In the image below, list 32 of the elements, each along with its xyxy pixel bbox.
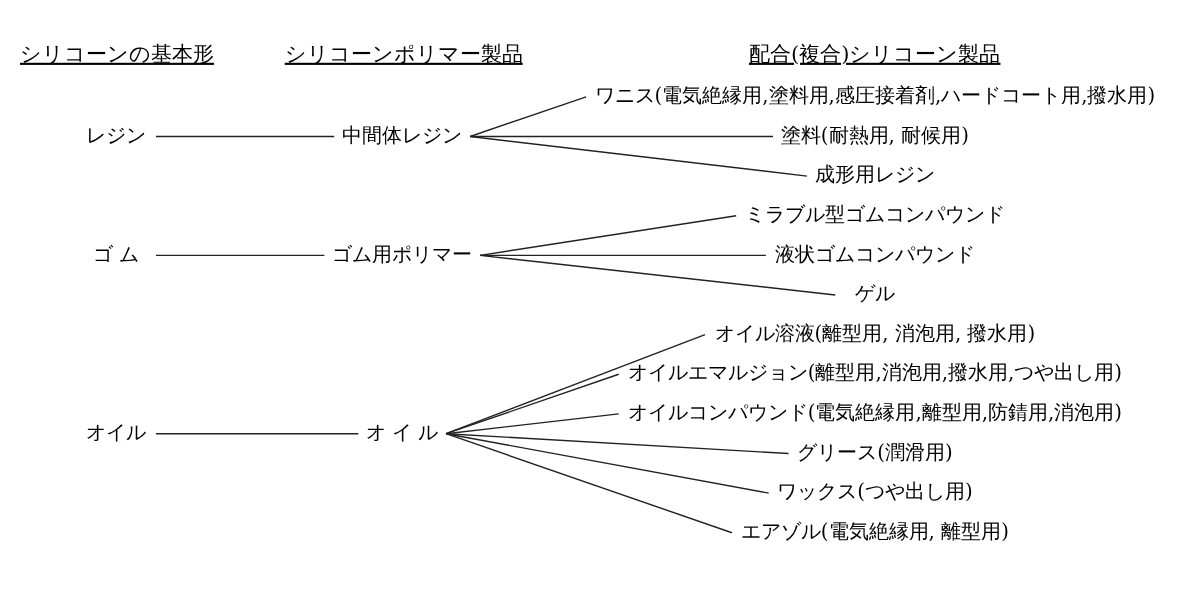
node-text: オイルエマルジョン(離型用,消泡用,撥水用,つや出し用) xyxy=(627,360,1123,384)
connector xyxy=(469,95,587,137)
connector xyxy=(445,432,733,533)
node-text: グリース(潤滑用) xyxy=(797,440,953,464)
connector xyxy=(479,254,836,296)
node-text: ゴム用ポリマー xyxy=(332,242,473,266)
connector xyxy=(445,333,706,434)
connector xyxy=(155,432,359,434)
node-text: レジン xyxy=(86,123,147,147)
node-text: 成形用レジン xyxy=(814,162,935,186)
connector xyxy=(155,135,335,137)
node-text: オイル xyxy=(86,420,147,444)
label: シリコーンの基本形 xyxy=(20,40,215,66)
node-text: ワニス(電気絶縁用,塗料用,感圧接着剤,ハードコート用,撥水用) xyxy=(594,83,1156,107)
node-text: 塗料(耐熱用, 耐候用) xyxy=(780,123,969,147)
node-text: ワックス(つや出し用) xyxy=(777,479,973,503)
connector xyxy=(445,432,770,494)
node-text: エアゾル(電気絶縁用, 離型用) xyxy=(740,519,1009,543)
node-text: ゲル xyxy=(854,281,895,305)
connector xyxy=(469,135,808,177)
node-text: オイル溶液(離型用, 消泡用, 撥水用) xyxy=(714,321,1036,345)
connector xyxy=(155,254,326,256)
node-text: オイルコンパウンド(電気絶縁用,離型用,防錆用,消泡用) xyxy=(627,400,1123,424)
connector xyxy=(445,373,620,434)
node-text: ゴ ム xyxy=(93,242,140,266)
node-text: ミラブル型ゴムコンパウンド xyxy=(744,202,1005,226)
label: 配合(複合)シリコーン製品 xyxy=(748,40,1001,66)
connector xyxy=(479,214,737,256)
node-text: オ イ ル xyxy=(365,420,439,444)
node-text: 中間体レジン xyxy=(342,123,463,147)
node-text: 液状ゴムコンパウンド xyxy=(774,242,975,266)
label: シリコーンポリマー製品 xyxy=(284,40,523,66)
